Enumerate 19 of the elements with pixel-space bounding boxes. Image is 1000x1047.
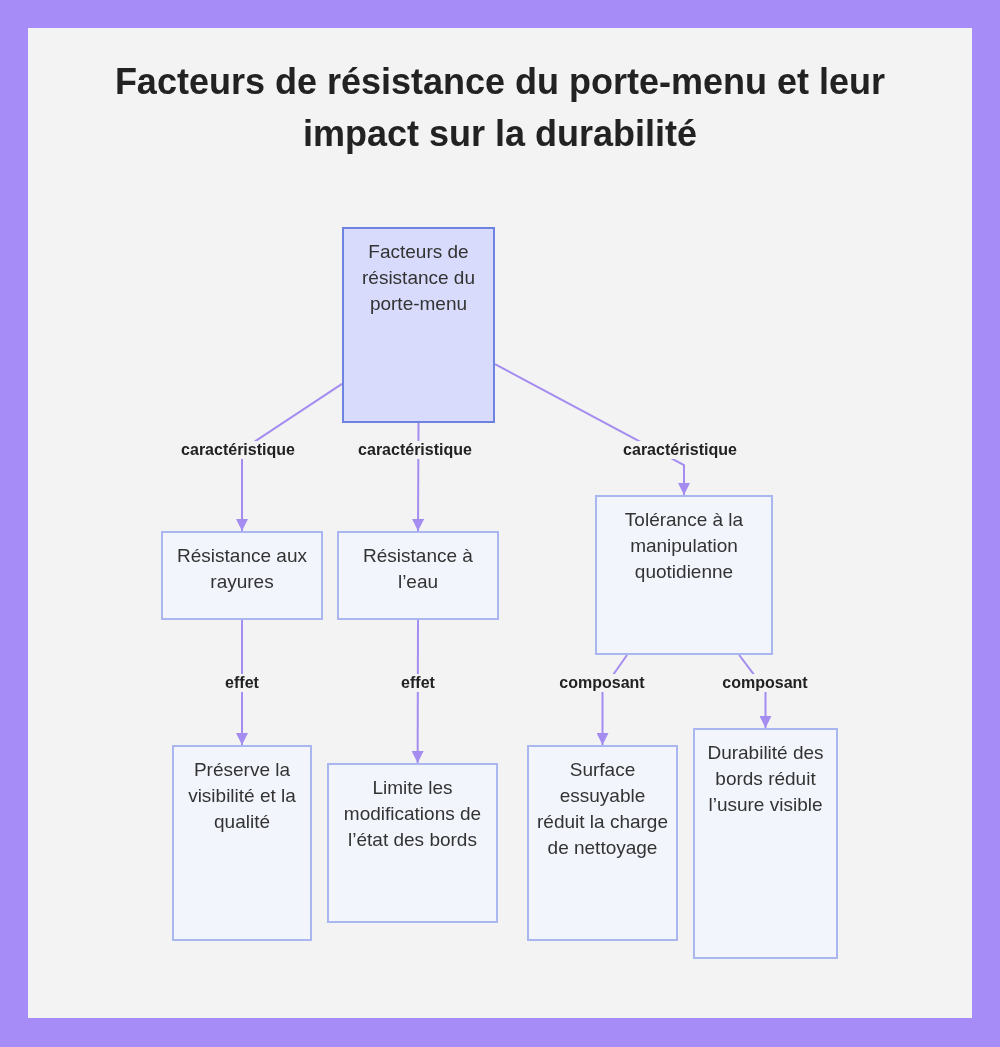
edge-label: caractéristique	[356, 441, 474, 459]
edge-label: composant	[557, 674, 647, 692]
concept-box: Résistance aux rayures	[161, 531, 323, 620]
concept-box: Tolérance à la manipulation quotidienne	[595, 495, 773, 655]
edge-label: effet	[223, 674, 261, 692]
concept-box: Limite les modifications de l’état des bords	[327, 763, 498, 923]
connector-arrow	[236, 382, 343, 532]
concept-box: Préserve la visibilité et la qualité	[172, 745, 312, 941]
edge-label: caractéristique	[621, 441, 739, 459]
connector-arrow	[411, 619, 424, 764]
edge-label: composant	[720, 674, 810, 692]
title: Facteurs de résistance du porte-menu et leur impact sur la durabilité	[113, 60, 887, 156]
edge-label: caractéristique	[179, 441, 297, 459]
concept-box: Durabilité des bords réduit l’usure visible	[693, 728, 838, 959]
concept-box: Surface essuyable réduit la charge de nettoyage	[527, 745, 678, 941]
root-box: Facteurs de résistance du porte-menu	[342, 227, 495, 423]
connector-arrow	[236, 619, 248, 746]
concept-box: Résistance à l’eau	[337, 531, 499, 620]
edge-label: effet	[399, 674, 437, 692]
